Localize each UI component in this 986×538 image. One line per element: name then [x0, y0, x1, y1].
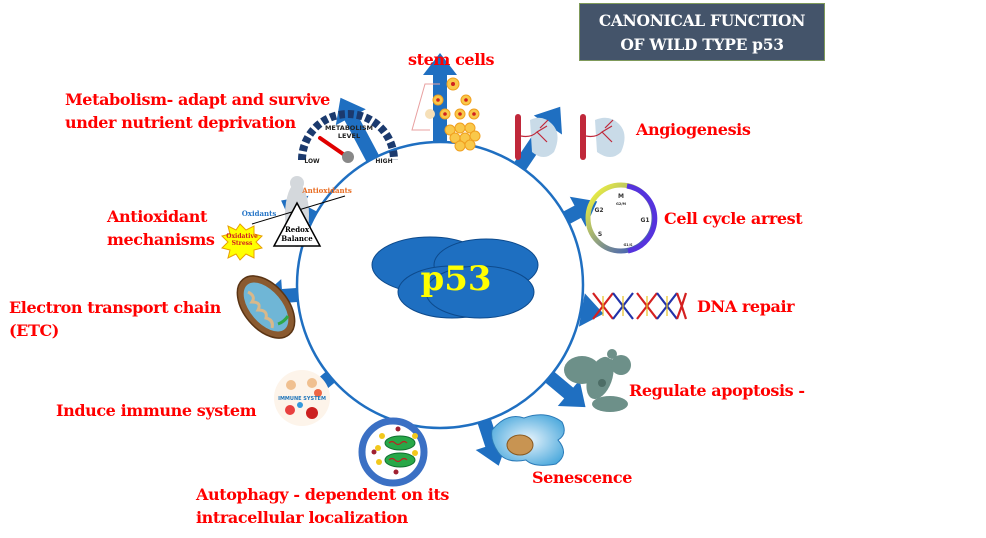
label-antioxidant-line-2: mechanisms — [107, 230, 215, 249]
dna-helix-icon — [592, 292, 688, 320]
label-autophagy: Autophagy - dependent on its intracellul… — [196, 483, 449, 529]
label-etc-line-1: Electron transport chain — [9, 298, 221, 317]
immune-system-icon: IMMUNE SYSTEM — [274, 370, 330, 426]
label-electron-transport-chain: Electron transport chain (ETC) — [9, 296, 221, 342]
label-dna-repair: DNA repair — [697, 297, 795, 316]
autophagosome-icon — [358, 417, 428, 487]
immune-banner: IMMUNE SYSTEM — [278, 396, 326, 402]
hub-label: p53 — [420, 259, 491, 299]
gauge-subtitle: LEVEL — [338, 132, 360, 140]
oxidative-label-1: Oxidative — [226, 233, 258, 240]
cc-label-g1s: G1/S — [623, 243, 633, 247]
senescent-cell-icon — [491, 414, 565, 466]
cc-label-g2: G2 — [594, 207, 603, 214]
title-line-1: CANONICAL FUNCTION — [598, 11, 806, 30]
apoptotic-cell-icon — [564, 349, 631, 412]
antioxidants-label: Antioxidants — [301, 186, 352, 195]
oxidants-label: Oxidants — [242, 209, 277, 218]
arrow-to-apoptosis — [542, 369, 586, 408]
gauge-high: HIGH — [375, 158, 392, 165]
label-stem-cells: stem cells — [408, 50, 495, 69]
label-autophagy-line-1: Autophagy - dependent on its — [196, 485, 450, 504]
label-autophagy-line-2: intracellular localization — [196, 508, 408, 527]
label-antioxidant-line-1: Antioxidant — [107, 207, 207, 226]
label-induce-immune-system: Induce immune system — [56, 401, 257, 420]
redox-label-1: Redox — [285, 225, 310, 234]
cc-label-s: S — [598, 231, 602, 238]
stem-cell-hierarchy-icon — [411, 77, 481, 152]
gauge-low: LOW — [304, 158, 320, 165]
gauge-title: METABOLISM — [325, 124, 373, 132]
label-cell-cycle-arrest: Cell cycle arrest — [664, 209, 803, 228]
redox-balance-icon: Redox Balance Oxidants Antioxidants Oxid… — [221, 176, 352, 261]
cc-label-g2m: G2/M — [616, 202, 627, 206]
blood-vessel-icon — [515, 114, 625, 160]
title-line-2: OF WILD TYPE p53 — [620, 35, 784, 54]
arrow-to-dna-repair — [576, 293, 604, 327]
mitochondrion-icon — [236, 275, 296, 339]
label-regulate-apoptosis: Regulate apoptosis - — [629, 381, 805, 400]
redox-label-2: Balance — [281, 234, 313, 243]
label-senescence: Senescence — [532, 468, 633, 487]
label-etc-line-2: (ETC) — [9, 321, 59, 340]
cc-label-g1: G1 — [640, 217, 649, 224]
arrow-to-metabolism — [335, 97, 381, 165]
label-angiogenesis: Angiogenesis — [636, 120, 751, 139]
metabolism-gauge-icon: METABOLISM LEVEL LOW HIGH — [298, 110, 398, 165]
cell-cycle-icon: M G2/M G2 G1 S G1/S — [585, 182, 658, 254]
label-antioxidant-mechanisms: Antioxidant mechanisms — [107, 205, 215, 251]
label-metabolism-line-2: under nutrient deprivation — [65, 113, 296, 132]
label-metabolism-line-1: Metabolism- adapt and survive — [65, 90, 330, 109]
cc-label-m: M — [618, 193, 624, 200]
label-metabolism: Metabolism- adapt and survive under nutr… — [65, 88, 330, 134]
oxidative-label-2: Stress — [232, 240, 253, 247]
p53-protein-icon — [371, 236, 539, 319]
diagram-title: CANONICAL FUNCTION OF WILD TYPE p53 — [579, 3, 825, 61]
